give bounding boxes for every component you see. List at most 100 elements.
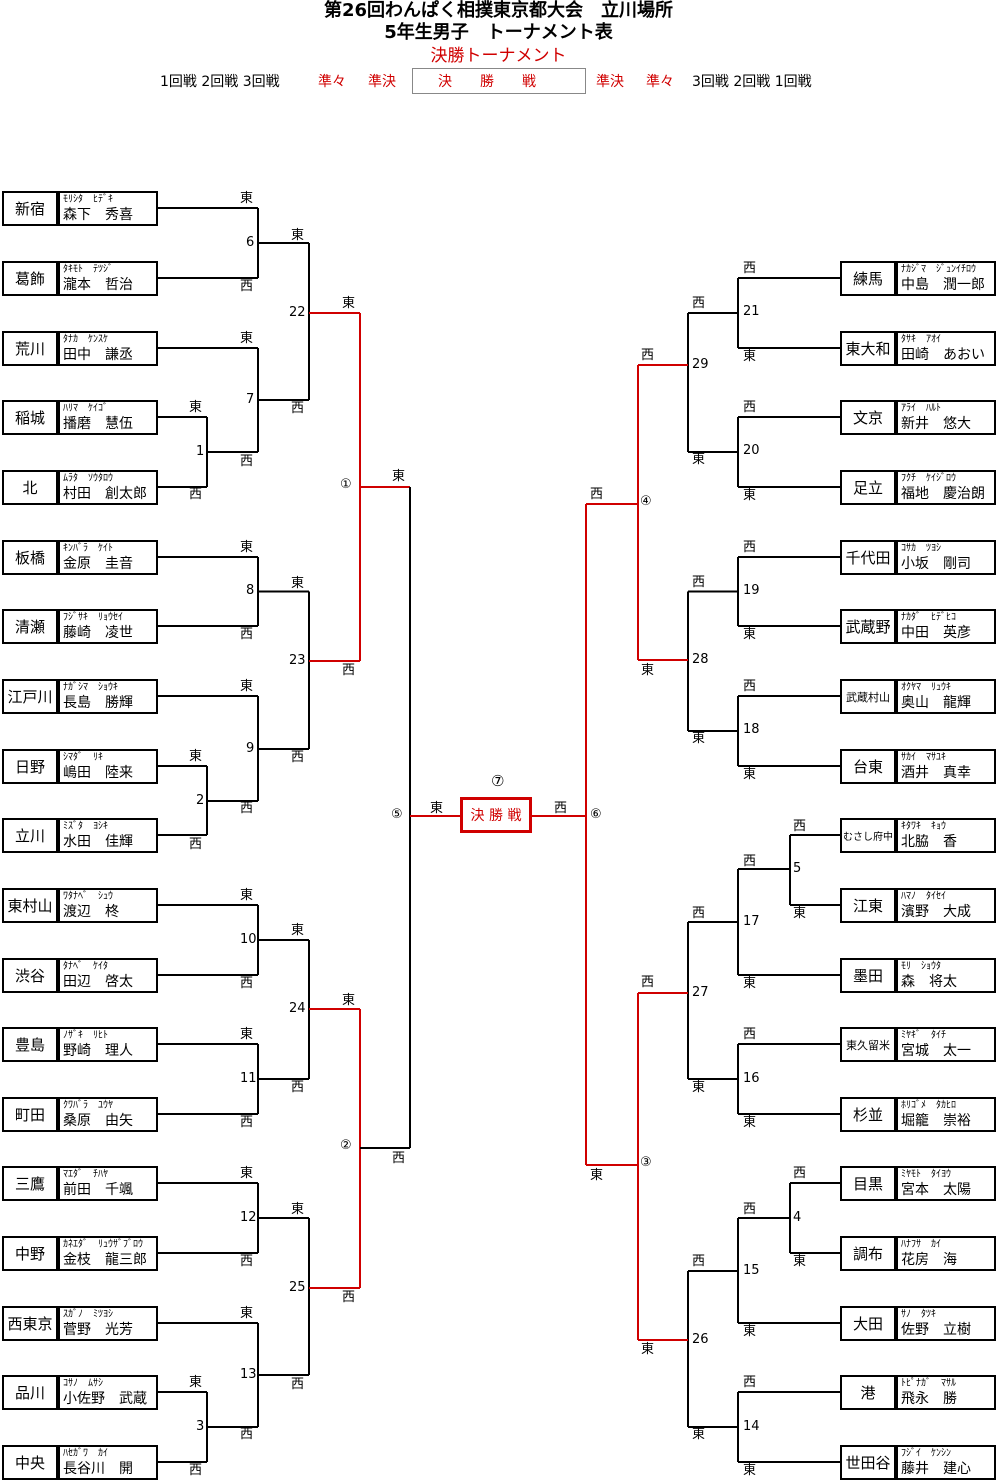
- wrestler-name: 花房 海: [901, 1252, 957, 1268]
- wrestler-kana: ﾅｶﾞｼﾏ ｼｮｳｷ: [63, 682, 118, 693]
- west-label: 西: [641, 348, 655, 363]
- match-number: 18: [743, 722, 760, 737]
- match-number: 28: [692, 652, 709, 667]
- prefecture-label: 目黒: [840, 1166, 896, 1201]
- wrestler-kana: ﾀﾅｶ ｹﾝｽｹ: [63, 334, 108, 345]
- wrestler-name-box: ｷﾀﾜｷ ｷｮｳ北脇 香: [896, 818, 996, 853]
- rounds-header-right-semi: 準決: [596, 74, 624, 90]
- wrestler-name: 金枝 龍三郎: [63, 1252, 147, 1268]
- wrestler-name: 渡辺 柊: [63, 904, 119, 920]
- east-label: 東: [240, 1166, 254, 1181]
- wrestler-name-box: ﾐｽﾞﾀ ﾖｼｷ水田 佳輝: [58, 818, 158, 853]
- east-label: 東: [240, 1027, 254, 1042]
- west-label: 西: [240, 801, 254, 816]
- final-match-box: 決 勝 戦: [460, 797, 532, 833]
- east-label: 東: [743, 976, 757, 991]
- match-number: 5: [793, 861, 802, 876]
- match-number: 12: [240, 1210, 257, 1225]
- wrestler-kana: ｻﾉ ﾀﾂｷ: [901, 1309, 936, 1320]
- wrestler-kana: ﾀｻｷ ｱｵｲ: [901, 334, 941, 345]
- east-label: 東: [189, 400, 203, 415]
- east-label: 東: [692, 1080, 706, 1095]
- wrestler-name: 藤崎 凌世: [63, 625, 133, 641]
- wrestler-name: 宮城 太一: [901, 1043, 971, 1059]
- prefecture-label: 江東: [840, 888, 896, 923]
- wrestler-name: 田辺 啓太: [63, 974, 133, 990]
- east-label: 東: [392, 469, 406, 484]
- wrestler-name: 田崎 あおい: [901, 347, 985, 363]
- prefecture-label: 調布: [840, 1236, 896, 1271]
- wrestler-name-box: ﾜﾀﾅﾍﾞ ｼｭｳ渡辺 柊: [58, 888, 158, 923]
- prefecture-label: 西東京: [2, 1306, 58, 1341]
- east-label: 東: [743, 488, 757, 503]
- wrestler-name-box: ﾅｶﾀﾞ ﾋﾃﾞﾋｺ中田 英彦: [896, 609, 996, 644]
- match-number: 11: [240, 1071, 257, 1086]
- east-label: 東: [291, 1202, 305, 1217]
- east-label: 東: [240, 888, 254, 903]
- wrestler-name-box: ﾓﾘｼﾀ ﾋﾃﾞｷ森下 秀喜: [58, 191, 158, 226]
- west-label: 西: [743, 679, 757, 694]
- west-label: 西: [692, 1254, 706, 1269]
- prefecture-label: 千代田: [840, 540, 896, 575]
- east-label: 東: [291, 576, 305, 591]
- west-label: 西: [743, 400, 757, 415]
- wrestler-name: 福地 慶治朗: [901, 486, 985, 502]
- circled-number: ④: [640, 494, 652, 509]
- west-label: 西: [342, 1290, 356, 1305]
- wrestler-name-box: ﾊﾘﾏ ｹｲｺﾞ播磨 慧伍: [58, 400, 158, 435]
- match-number: 15: [743, 1263, 760, 1278]
- wrestler-name-box: ｺｻｶ ﾂﾖｼ小坂 剛司: [896, 540, 996, 575]
- prefecture-label: 武蔵野: [840, 609, 896, 644]
- prefecture-label: 町田: [2, 1097, 58, 1132]
- wrestler-name-box: ﾅｶｼﾞﾏ ｼﾞｭﾝｲﾁﾛｳ中島 潤一郎: [896, 261, 996, 296]
- wrestler-kana: ﾊﾏﾉ ﾀｲｾｲ: [901, 891, 946, 902]
- match-number: 26: [692, 1332, 709, 1347]
- wrestler-name: 播磨 慧伍: [63, 416, 133, 432]
- east-label: 東: [743, 767, 757, 782]
- wrestler-name-box: ﾉｻﾞｷ ﾘﾋﾄ野崎 理人: [58, 1027, 158, 1062]
- west-label: 西: [554, 801, 568, 816]
- east-label: 東: [189, 749, 203, 764]
- wrestler-kana: ﾓﾘｼﾀ ﾋﾃﾞｷ: [63, 194, 113, 205]
- match-number: 16: [743, 1071, 760, 1086]
- wrestler-name-box: ﾏｴﾀﾞ ﾁﾊﾔ前田 千颯: [58, 1166, 158, 1201]
- wrestler-kana: ｸﾜﾊﾞﾗ ﾕｳﾔ: [63, 1100, 113, 1111]
- east-label: 東: [793, 1254, 807, 1269]
- rounds-header-left-semi: 準決: [368, 74, 396, 90]
- wrestler-kana: ﾌｼﾞｻｷ ﾘｮｳｾｲ: [63, 612, 123, 623]
- west-label: 西: [692, 906, 706, 921]
- wrestler-name-box: ﾐﾔﾓﾄ ﾀｲﾖｳ宮本 太陽: [896, 1166, 996, 1201]
- prefecture-label: 文京: [840, 400, 896, 435]
- match-number: 20: [743, 443, 760, 458]
- match-number: 19: [743, 583, 760, 598]
- prefecture-label: 中央: [2, 1445, 58, 1480]
- west-label: 西: [291, 1080, 305, 1095]
- rounds-header-final: 決 勝 戦: [438, 74, 536, 90]
- prefecture-label: 新宿: [2, 191, 58, 226]
- wrestler-kana: ｵｸﾔﾏ ﾘｭｳｷ: [901, 682, 951, 693]
- wrestler-name: 村田 創太郎: [63, 486, 147, 502]
- east-label: 東: [291, 923, 305, 938]
- wrestler-name-box: ﾎﾘｺﾞﾒ ﾀｶﾋﾛ堀籠 崇裕: [896, 1097, 996, 1132]
- east-label: 東: [743, 1463, 757, 1478]
- prefecture-label: 東村山: [2, 888, 58, 923]
- circled-number: ⑥: [590, 807, 602, 822]
- wrestler-name: 北脇 香: [901, 834, 957, 850]
- prefecture-label: 大田: [840, 1306, 896, 1341]
- wrestler-name: 佐野 立樹: [901, 1322, 971, 1338]
- west-label: 西: [240, 279, 254, 294]
- match-number: 1: [196, 444, 205, 459]
- prefecture-label: 渋谷: [2, 958, 58, 993]
- rounds-header-right-quarter: 準々: [646, 74, 674, 90]
- west-label: 西: [291, 401, 305, 416]
- wrestler-name: 小佐野 武蔵: [63, 1391, 147, 1407]
- wrestler-name: 水田 佳輝: [63, 834, 133, 850]
- prefecture-label: 品川: [2, 1375, 58, 1410]
- east-label: 東: [430, 801, 444, 816]
- wrestler-name: 森 将太: [901, 974, 957, 990]
- rounds-header-right: 3回戦 2回戦 1回戦: [692, 74, 812, 90]
- prefecture-label: 板橋: [2, 540, 58, 575]
- west-label: 西: [692, 296, 706, 311]
- east-label: 東: [189, 1375, 203, 1390]
- circled-number: ③: [640, 1155, 652, 1170]
